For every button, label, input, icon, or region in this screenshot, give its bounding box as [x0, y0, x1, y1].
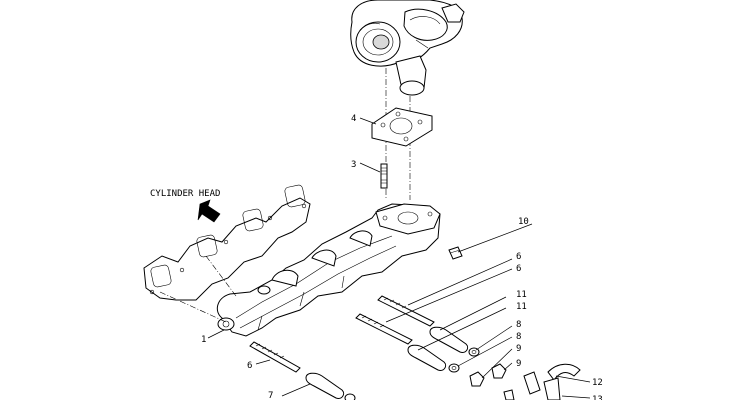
callout-6b: 6 — [516, 264, 521, 274]
bracket — [503, 363, 581, 400]
callout-12: 12 — [592, 378, 603, 388]
callout-11a: 11 — [516, 290, 527, 300]
spacers — [305, 326, 469, 399]
callout-13: 13 — [592, 395, 603, 400]
callout-4: 4 — [351, 114, 356, 124]
callout-10: 10 — [518, 217, 529, 227]
cylinder-head-arrow — [197, 199, 221, 223]
centerline-2 — [205, 255, 237, 297]
turbocharger — [350, 0, 465, 96]
callout-7: 7 — [268, 391, 273, 400]
callout-8a: 8 — [516, 320, 521, 330]
turbo-gasket — [371, 107, 433, 147]
centerline-1 — [159, 291, 227, 323]
callout-9b: 9 — [516, 359, 521, 369]
callout-11b: 11 — [516, 302, 527, 312]
callout-3: 3 — [351, 160, 356, 170]
callout-1: 1 — [201, 335, 206, 345]
studs-6 — [249, 295, 435, 373]
callout-8b: 8 — [516, 332, 521, 342]
callout-6a: 6 — [516, 252, 521, 262]
exhaust-gaskets — [143, 184, 311, 301]
exhaust-manifold — [216, 203, 441, 337]
callout-6c: 6 — [247, 361, 252, 371]
washers-nuts — [344, 347, 507, 400]
plug-10 — [448, 246, 463, 260]
leader-lines — [207, 117, 591, 399]
cylinder-head-label: CYLINDER HEAD — [150, 189, 220, 199]
callout-9a: 9 — [516, 344, 521, 354]
stud-3 — [380, 163, 388, 189]
